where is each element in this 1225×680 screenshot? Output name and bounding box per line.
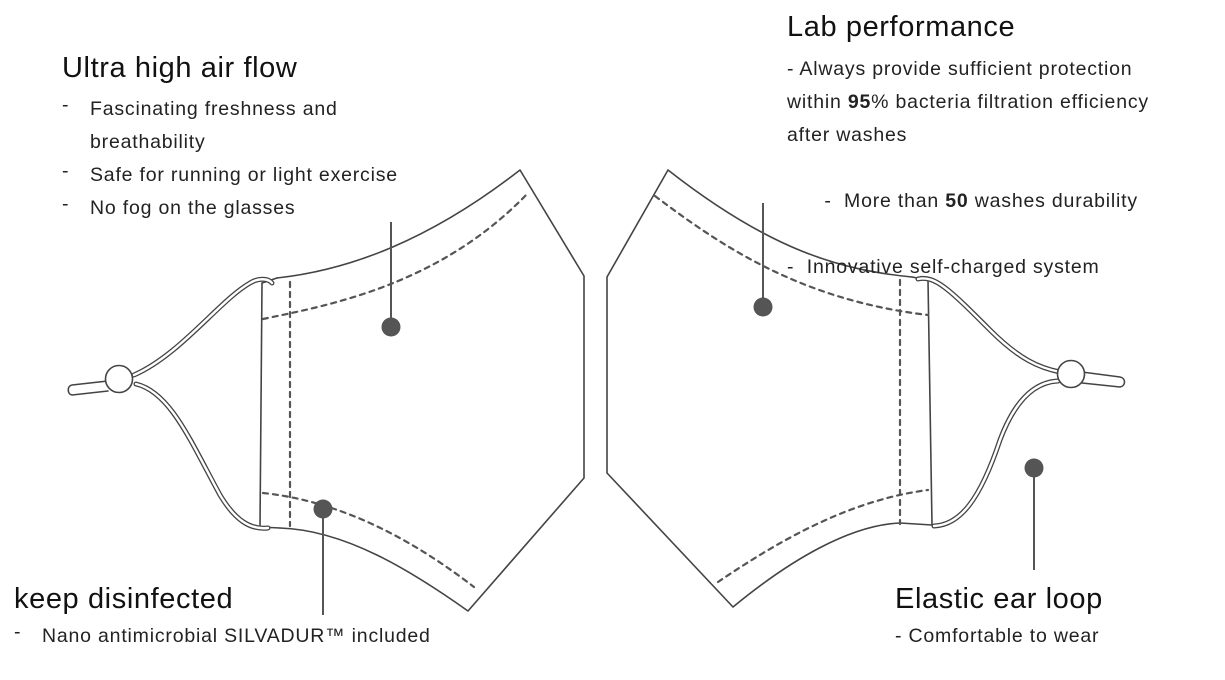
left-dotted-upper	[261, 191, 530, 321]
right-dotted-upper	[653, 194, 930, 317]
left-toggle-tab	[67, 380, 109, 396]
callout-item: - More than 50 washes durability	[824, 190, 1138, 212]
dash-bullet: -	[62, 160, 70, 182]
right-ear-loop-upper	[915, 275, 1063, 375]
callout-item: - Safe for running or light exercise	[62, 159, 398, 192]
left-ear-loop-lower	[133, 381, 271, 531]
filtration-percent: 95	[847, 91, 872, 113]
callout-item: - Always provide sufficient protection	[787, 58, 1133, 80]
right-toggle-tab	[1081, 371, 1126, 388]
callout-ear-loop: Elastic ear loop - Comfortable to wear	[895, 585, 1103, 653]
left-toggle-bead	[104, 364, 134, 394]
callout-item-continued: breathability	[90, 131, 206, 153]
wash-count: 50	[945, 190, 969, 212]
pin-ear-loop-dot	[1024, 458, 1044, 478]
callout-item: - Innovative self-charged system	[787, 256, 1100, 278]
callout-air-flow: Ultra high air flow - Fascinating freshn…	[62, 54, 398, 225]
dash-bullet: -	[62, 193, 70, 215]
pin-disinfected-dot	[313, 499, 333, 519]
dash-bullet: -	[14, 621, 22, 643]
callout-disinfected: keep disinfected - Nano antimicrobial SI…	[14, 585, 431, 653]
right-toggle-bead	[1056, 359, 1086, 389]
right-dotted-lower	[716, 488, 930, 584]
left-mask-icon	[67, 169, 585, 612]
callout-title: Ultra high air flow	[62, 52, 298, 84]
callout-item-continued: within 95% bacteria filtration efficienc…	[787, 91, 1149, 113]
pin-lab-dot	[753, 297, 773, 317]
callout-lab-performance: Lab performance - Always provide suffici…	[787, 13, 1149, 284]
right-mask-icon	[606, 169, 1126, 608]
callout-item: - Fascinating freshness and	[62, 93, 398, 126]
callout-item: - Nano antimicrobial SILVADUR™ included	[14, 620, 431, 653]
callout-title: Lab performance	[787, 11, 1016, 43]
right-mask-outline	[606, 169, 913, 608]
left-ear-loop-upper	[131, 276, 275, 378]
right-mask-seam	[927, 279, 933, 526]
left-dotted-lower	[261, 491, 476, 589]
dash-bullet: -	[62, 94, 70, 116]
callout-title: Elastic ear loop	[895, 583, 1103, 615]
left-mask-outline	[276, 169, 585, 612]
callout-item: - No fog on the glasses	[62, 192, 398, 225]
pin-air-flow-dot	[381, 317, 401, 337]
callout-item: - Comfortable to wear	[895, 625, 1100, 647]
callout-item-continued: after washes	[787, 124, 908, 146]
left-mask-seam	[259, 282, 263, 528]
callout-title: keep disinfected	[14, 583, 234, 615]
